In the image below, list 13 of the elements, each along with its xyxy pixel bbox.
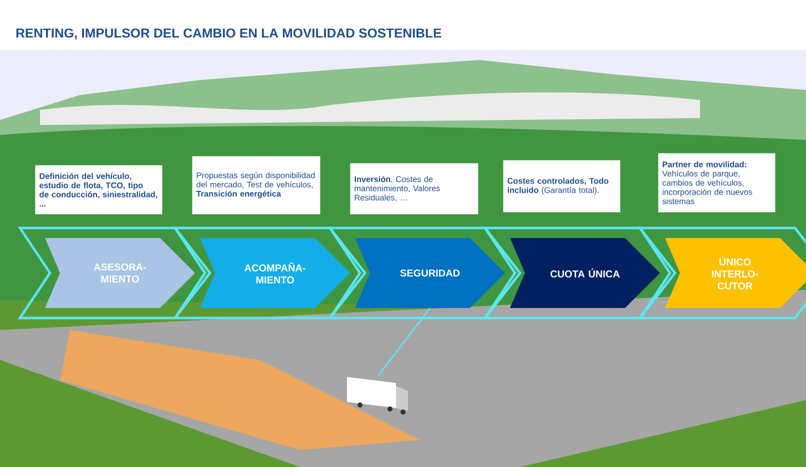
text-box: Propuestas según disponibilidad del mercado, Test de vehículos, Transición energética xyxy=(192,156,320,214)
text-box: Partner de movilidad: Vehículos de parque, cambios de vehículos, incorporación de nuevos sistemas xyxy=(658,153,776,212)
chevron-step: SEGURIDAD xyxy=(328,226,522,320)
truck-drawing xyxy=(347,377,408,414)
chevron-step: ACOMPAÑA- MIENTO xyxy=(172,226,367,320)
text-box: Definición del vehículo, estudio de flota, TCO, tipo de conducción, siniestralidad, ... xyxy=(35,165,162,214)
leader-line xyxy=(377,308,431,376)
text-box: Costes controlados, Todo incluido (Garantía total). xyxy=(503,160,620,212)
title: RENTING, IMPULSOR DEL CAMBIO EN LA MOVILIDAD SOSTENIBLE xyxy=(16,28,442,40)
text-box: Inversión, Costes de mantenimiento, Valores Residuales, … xyxy=(350,163,478,214)
chevron-step: ASESORA- MIENTO xyxy=(18,226,212,320)
chevron-step: CUOTA ÚNICA xyxy=(482,226,677,320)
chevron-step: ÚNICO INTERLO- CUTOR xyxy=(638,226,806,320)
